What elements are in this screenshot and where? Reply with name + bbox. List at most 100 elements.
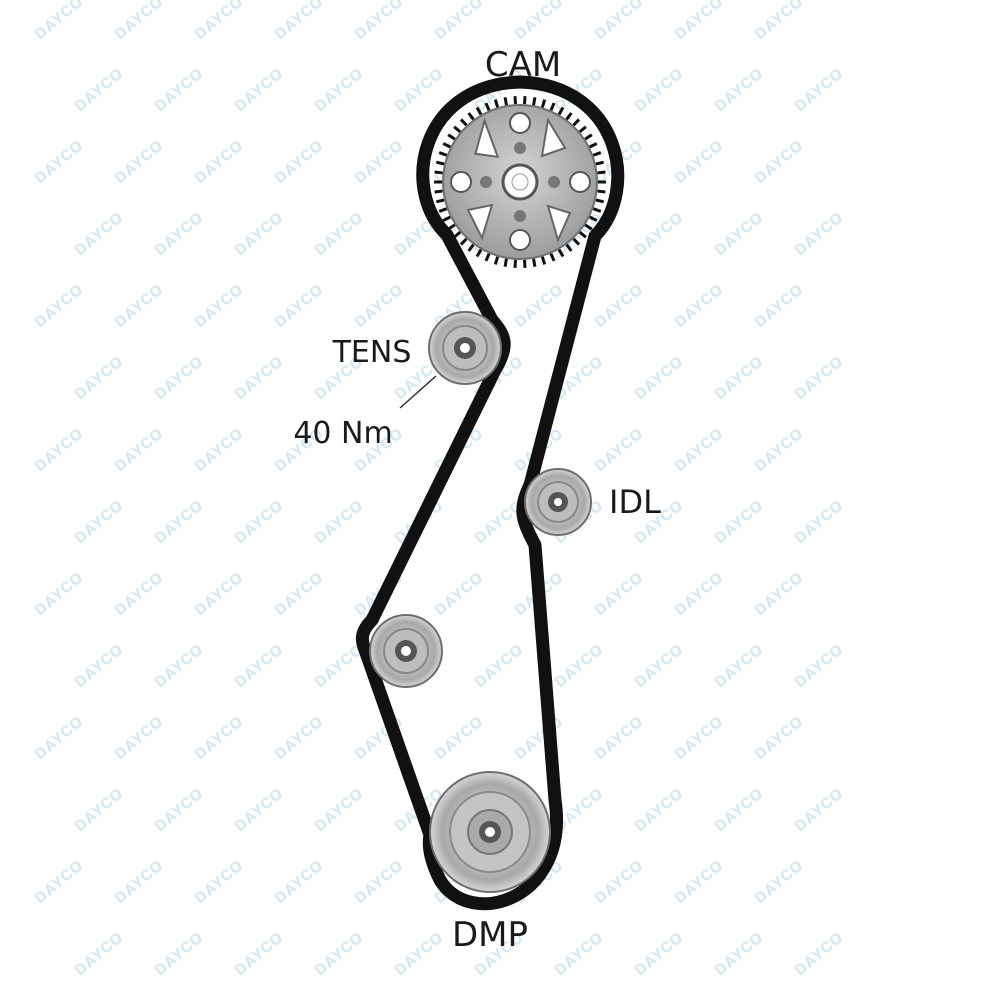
watermark-text: DAYCO [32,137,87,187]
watermark-text: DAYCO [432,569,487,619]
watermark-text: DAYCO [72,209,127,259]
watermark-text: DAYCO [392,65,447,115]
watermark-text: DAYCO [192,425,247,475]
sprocket-tooth [557,248,565,258]
watermark-text: DAYCO [72,929,127,979]
watermark-text: DAYCO [112,713,167,763]
watermark-text: DAYCO [32,425,87,475]
watermark-text: DAYCO [272,137,327,187]
watermark-text: DAYCO [432,0,487,43]
watermark-text: DAYCO [712,641,767,691]
sprocket-tooth [557,106,565,116]
timing-belt [355,75,625,911]
watermark-text: DAYCO [472,641,527,691]
watermark-text: DAYCO [672,857,727,907]
watermark-text: DAYCO [632,65,687,115]
watermark-text: DAYCO [192,0,247,43]
watermark-text: DAYCO [312,65,367,115]
watermark-text: DAYCO [352,137,407,187]
watermark-text: DAYCO [112,137,167,187]
watermark-text: DAYCO [192,281,247,331]
watermark-text: DAYCO [712,65,767,115]
torque-leader-line [399,375,437,409]
lower-idler-pulley-icon [369,614,443,688]
watermark-text: DAYCO [792,497,847,547]
watermark-text: DAYCO [112,425,167,475]
tensioner-pulley-icon [428,311,502,385]
watermark-text: DAYCO [192,857,247,907]
camshaft-sprocket-icon [442,104,598,260]
watermark-text: DAYCO [592,857,647,907]
sprocket-tooth [565,112,573,121]
watermark-text: DAYCO [792,65,847,115]
watermark-text: DAYCO [632,641,687,691]
sprocket-tooth [438,151,448,157]
watermark-text: DAYCO [712,785,767,835]
watermark-text: DAYCO [592,569,647,619]
sprocket-tooth [503,258,508,267]
sprocket-tooth [572,237,581,246]
watermark-text: DAYCO [232,641,287,691]
watermark-text: DAYCO [312,209,367,259]
watermark-text: DAYCO [232,353,287,403]
watermark-text: DAYCO [112,569,167,619]
watermark-text: DAYCO [32,569,87,619]
watermark-text: DAYCO [752,425,807,475]
sprocket-tooth [453,125,462,134]
idler-pulley-icon [524,468,592,536]
watermark-text: DAYCO [192,137,247,187]
cam-label: CAM [485,45,561,85]
watermark-text: DAYCO [592,713,647,763]
watermark-text: DAYCO [152,65,207,115]
watermark-text: DAYCO [232,65,287,115]
watermark-text: DAYCO [32,713,87,763]
watermark-text: DAYCO [272,857,327,907]
watermark-text: DAYCO [712,209,767,259]
watermark-text: DAYCO [752,857,807,907]
watermark-text: DAYCO [552,641,607,691]
watermark-text: DAYCO [152,497,207,547]
watermark-text: DAYCO [272,0,327,43]
watermark-text: DAYCO [752,281,807,331]
sprocket-tooth [549,102,556,111]
watermark-text: DAYCO [672,569,727,619]
watermark-text: DAYCO [152,641,207,691]
sprocket-tooth [597,170,606,175]
sprocket-tooth [565,243,573,252]
watermark-text: DAYCO [752,0,807,43]
sprocket-tooth [434,170,443,175]
watermark-text: DAYCO [712,929,767,979]
watermark-text: DAYCO [152,929,207,979]
watermark-text: DAYCO [112,281,167,331]
sprocket-tooth [592,151,602,157]
damper-pulley-icon [429,771,551,893]
sprocket-tooth [442,215,451,222]
watermark-text: DAYCO [712,353,767,403]
sprocket-tooth [493,99,500,108]
watermark-text: DAYCO [152,353,207,403]
sprocket-tooth [475,248,483,258]
sprocket-tooth [484,102,491,111]
watermark-text: DAYCO [352,0,407,43]
sprocket-tooth [459,237,468,246]
sprocket-tooth [434,189,443,194]
watermark-text: DAYCO [792,929,847,979]
watermark-text: DAYCO [592,281,647,331]
watermark-text: DAYCO [512,0,567,43]
watermark-text: DAYCO [512,281,567,331]
sprocket-tooth [549,253,556,262]
watermark-text: DAYCO [632,785,687,835]
sprocket-tooth [435,198,445,204]
sprocket-tooth [589,142,598,149]
sprocket-tooth [447,133,456,141]
watermark-text: DAYCO [32,281,87,331]
sprocket-tooth [578,230,587,239]
sprocket-tooth [540,99,547,108]
watermark-text: DAYCO [552,929,607,979]
watermark-text: DAYCO [672,0,727,43]
watermark-text: DAYCO [672,425,727,475]
torque-label: 40 Nm [293,416,392,451]
watermark-text: DAYCO [352,281,407,331]
